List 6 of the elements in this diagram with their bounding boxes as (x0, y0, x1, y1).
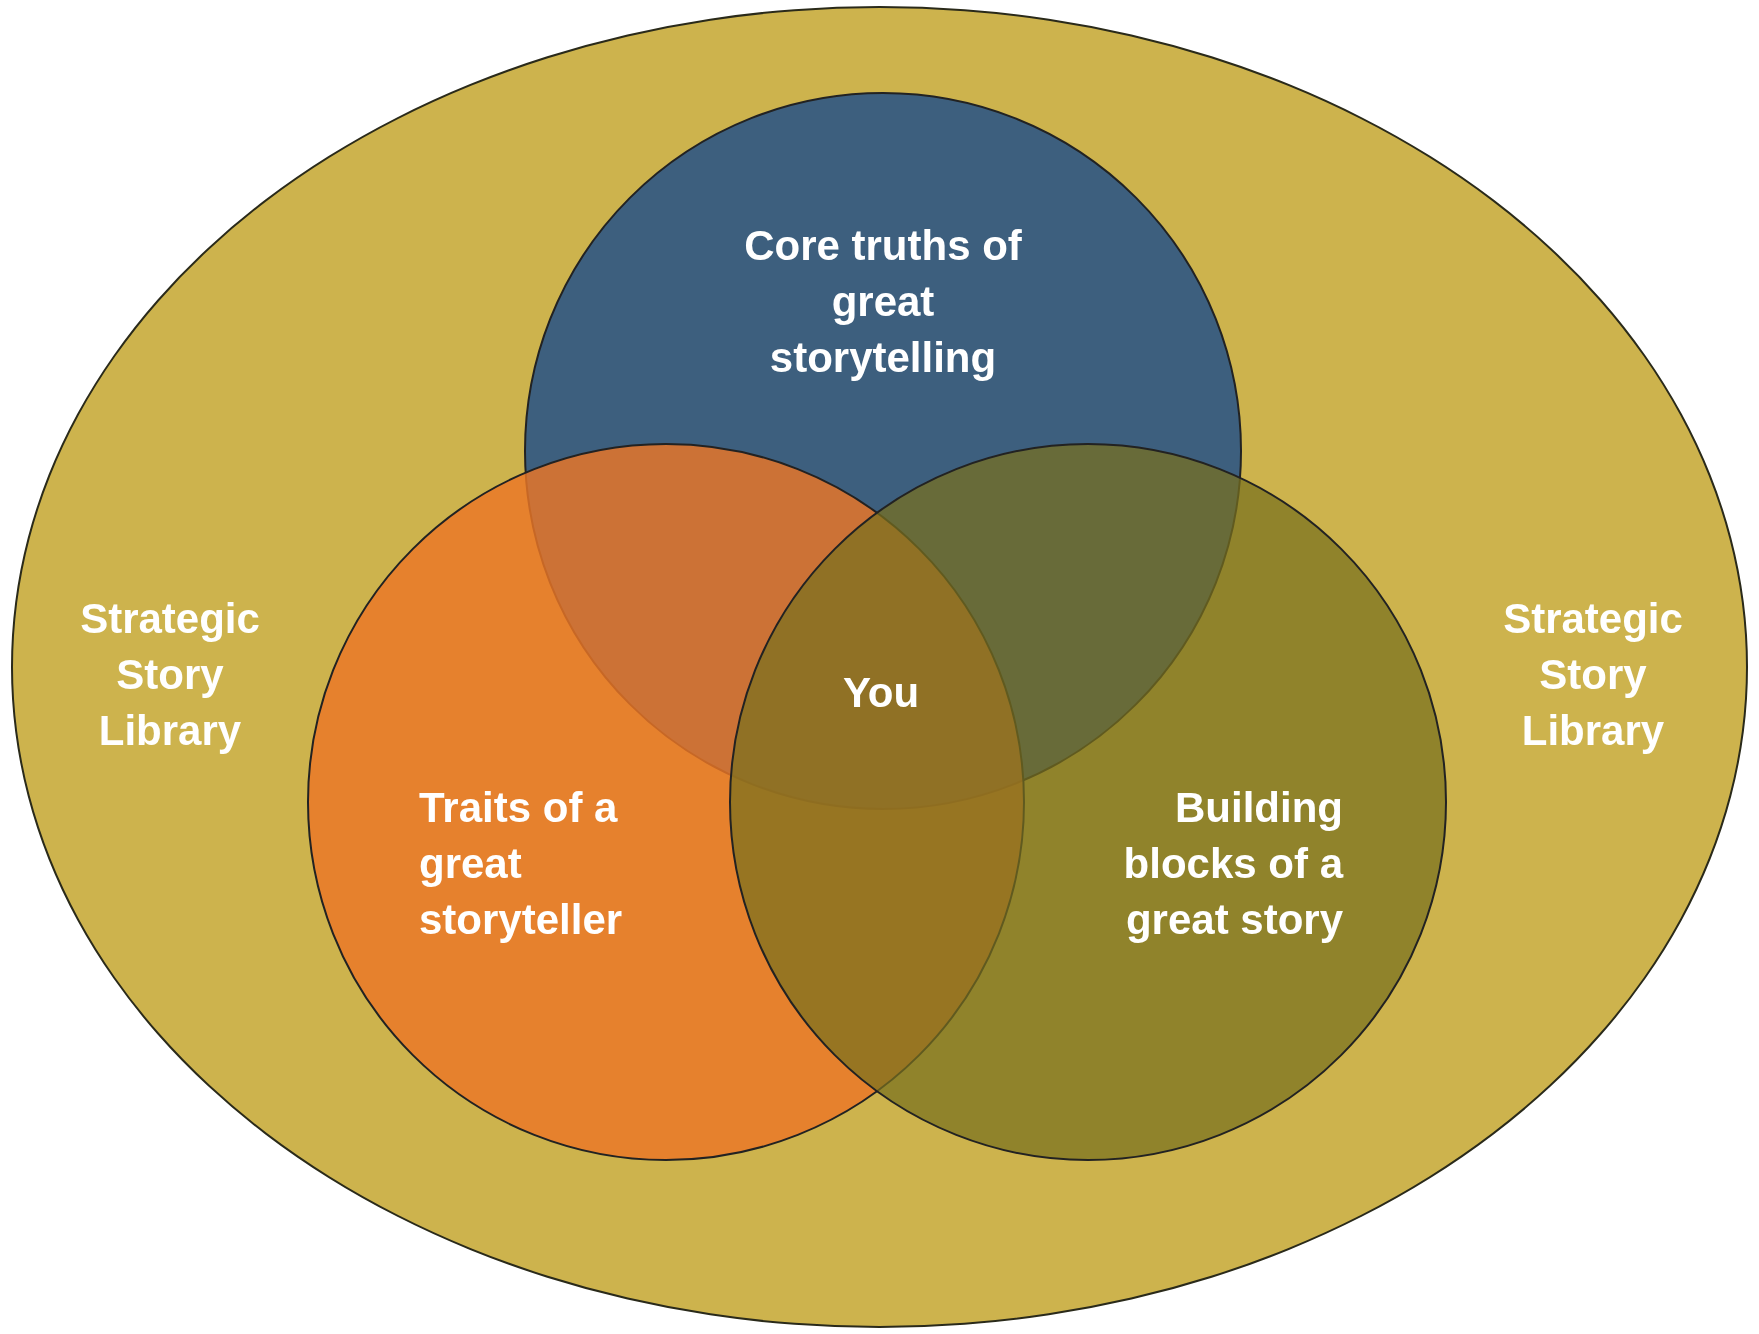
ellipse-label: Strategic Story Library (1502, 594, 1684, 756)
center-label: You (841, 668, 921, 719)
circle-label: Traits of a great storyteller (419, 783, 624, 945)
circle-label: Core truths of great storytelling (743, 221, 1023, 383)
ellipse-label: Strategic Story Library (79, 594, 261, 756)
circle-label: Building blocks of a great story (1122, 783, 1343, 945)
